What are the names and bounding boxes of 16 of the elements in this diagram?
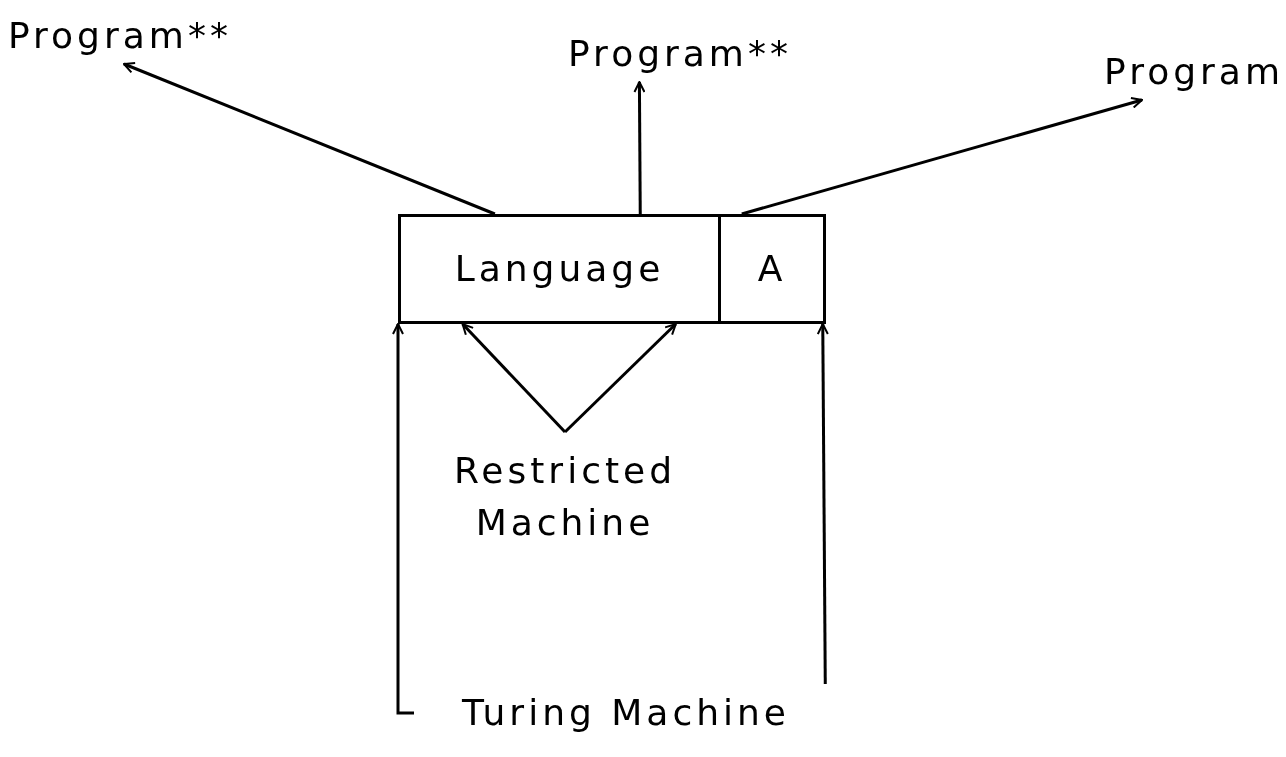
node-label: Program bbox=[1104, 49, 1284, 94]
arrow bbox=[816, 323, 829, 684]
arrow bbox=[563, 322, 677, 434]
node-label: Program** bbox=[8, 13, 232, 58]
arrow bbox=[392, 323, 414, 715]
arrow bbox=[123, 62, 496, 216]
arrow bbox=[461, 322, 567, 434]
node-label: Turing Machine bbox=[462, 690, 790, 735]
node-label: Language bbox=[454, 246, 665, 291]
node-label: Program** bbox=[568, 31, 792, 76]
arrow bbox=[741, 96, 1143, 216]
language-cell bbox=[398, 214, 721, 324]
register-cell bbox=[718, 214, 826, 324]
node-label: Restricted Machine bbox=[452, 448, 678, 545]
node-label: A bbox=[757, 246, 787, 291]
arrow bbox=[633, 81, 646, 214]
